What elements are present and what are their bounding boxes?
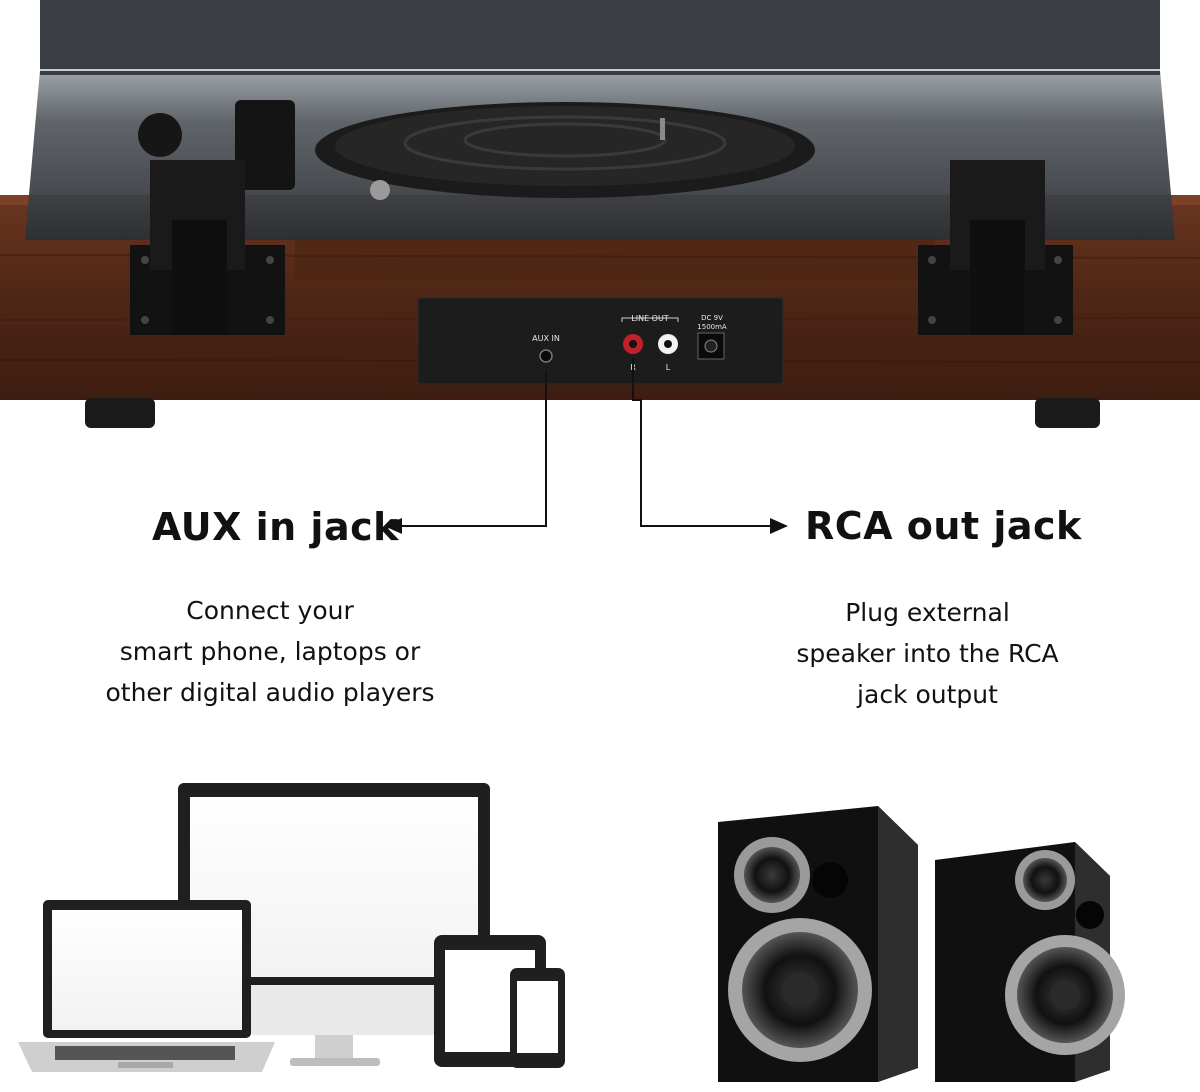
rca-jack-title: RCA out jack [805, 504, 1082, 548]
dc-label: DC 9V [701, 314, 723, 322]
rca-pointer-arrow [632, 358, 788, 534]
dc-current-label: 1500mA [697, 323, 727, 331]
speaker-left-icon [718, 806, 918, 1082]
rca-desc-line: speaker into the RCA [796, 639, 1059, 668]
aux-in-label: AUX IN [532, 334, 560, 343]
aux-in-port [539, 349, 553, 363]
aux-desc-line: Connect your [186, 596, 354, 625]
rca-desc-line: jack output [857, 680, 998, 709]
speaker-right-icon [935, 842, 1125, 1082]
connector-panel: AUX IN LINE OUT R L DC 9V 1500mA [417, 297, 784, 385]
speakers-illustration [718, 806, 1125, 1082]
aux-desc-line: smart phone, laptops or [119, 637, 421, 666]
aux-description: Connect your smart phone, laptops or oth… [70, 590, 470, 713]
rca-desc-line: Plug external [845, 598, 1010, 627]
phone-icon [510, 968, 565, 1068]
aux-desc-line: other digital audio players [105, 678, 435, 707]
turntable: AUX IN LINE OUT R L DC 9V 1500mA [0, 0, 1200, 428]
foot-left [85, 398, 155, 428]
hinge-left [130, 160, 285, 335]
hinge-right [918, 160, 1073, 335]
rca-l-label: L [666, 363, 671, 372]
aux-pointer-arrow [384, 372, 547, 534]
line-out-label: LINE OUT [631, 314, 669, 323]
aux-jack-title: AUX in jack [152, 505, 399, 549]
foot-right [1035, 398, 1100, 428]
rca-description: Plug external speaker into the RCA jack … [755, 592, 1100, 715]
devices-illustration [18, 783, 565, 1072]
laptop-icon [18, 900, 275, 1072]
